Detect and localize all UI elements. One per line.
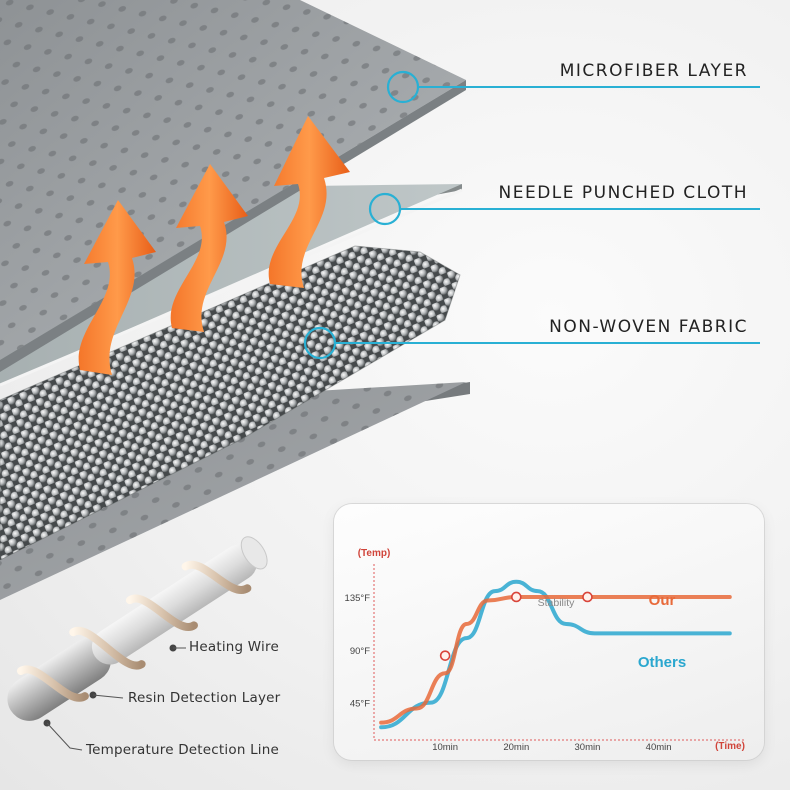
data-point-our xyxy=(582,591,593,603)
callout-ring-icon xyxy=(303,326,337,360)
callout-ring-icon xyxy=(386,70,420,104)
temperature-detection-line-label: Temperature Detection Line xyxy=(86,742,280,758)
series-line-our xyxy=(379,594,732,725)
microfiber-layer-label: MICROFIBER LAYER xyxy=(559,61,748,81)
needle-punched-cloth-label: NEEDLE PUNCHED CLOTH xyxy=(498,183,748,203)
series-label-our: Our xyxy=(649,592,676,609)
data-point-our xyxy=(439,650,451,661)
y-tick-label: 45°F xyxy=(350,699,370,710)
heat-arrow-icon xyxy=(78,200,156,375)
callout-ring-icon xyxy=(368,192,402,226)
heating-wire xyxy=(7,536,268,721)
x-tick-label: 40min xyxy=(646,742,672,753)
x-tick-label: 20min xyxy=(503,742,529,753)
heating-wire-label: Heating Wire xyxy=(189,639,279,655)
y-axis-title: (Temp) xyxy=(358,548,391,559)
callouts xyxy=(303,70,760,360)
x-tick-label: 10min xyxy=(432,742,458,753)
heat-arrow-icon xyxy=(268,116,350,288)
wire-pointers xyxy=(43,644,186,751)
resin-detection-layer-label: Resin Detection Layer xyxy=(128,690,281,706)
heat-arrows xyxy=(78,116,350,375)
non-woven-fabric-layer xyxy=(0,245,461,561)
series-label-others: Others xyxy=(638,654,686,671)
non-woven-fabric-label: NON-WOVEN FABRIC xyxy=(549,317,748,337)
heat-arrow-icon xyxy=(170,164,248,332)
series-line-others xyxy=(379,579,732,730)
data-point-our xyxy=(511,591,522,603)
y-tick-label: 135°F xyxy=(345,593,371,604)
y-tick-label: 90°F xyxy=(350,646,370,657)
x-axis-title: (Time) xyxy=(715,741,745,752)
stability-annotation: Stability xyxy=(538,597,576,609)
temperature-chart: (Temp) (Time) 135°F 90°F 45°F 10min 20min 30min… xyxy=(345,548,745,753)
x-tick-label: 30min xyxy=(575,742,601,753)
